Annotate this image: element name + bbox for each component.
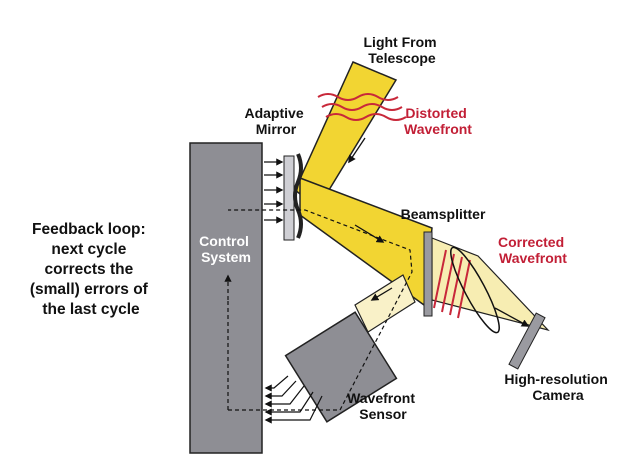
sensor-signal-arrows	[264, 375, 323, 424]
distorted-wavefront-waves	[317, 93, 407, 121]
camera-sensor-plate	[508, 312, 546, 370]
feedback-loop-path	[228, 209, 413, 411]
incoming-beam-arrow	[348, 137, 366, 164]
reflected-beam	[299, 176, 433, 307]
control-system-label: Control System	[199, 233, 253, 265]
wavefront-sensor-box	[284, 311, 398, 423]
beamsplitter-plate	[423, 231, 433, 317]
sensor-beam-arrow	[370, 287, 393, 301]
wavefront-sensor-label: Wavefront Sensor	[347, 390, 419, 422]
camera-beam-arrow	[494, 307, 530, 327]
adaptive-mirror-actuators	[283, 155, 295, 241]
adaptive-mirror-surface	[293, 153, 303, 239]
control-system-box	[189, 142, 263, 454]
adaptive-mirror-label: Adaptive Mirror	[244, 105, 307, 137]
light-from-telescope-label: Light From Telescope	[364, 34, 441, 66]
control-signal-arrows	[264, 158, 284, 224]
sensor-beam	[354, 274, 416, 333]
camera-label: High-resolution Camera	[504, 371, 611, 403]
corrected-wavefront-label: Corrected Wavefront	[498, 234, 568, 266]
feedback-loop-label: Feedback loop: next cycle corrects the (…	[30, 221, 152, 318]
reflected-beam-arrow	[354, 224, 385, 243]
beamsplitter-label: Beamsplitter	[401, 206, 486, 222]
distorted-wavefront-label: Distorted Wavefront	[404, 105, 472, 137]
focusing-lens	[450, 246, 500, 334]
